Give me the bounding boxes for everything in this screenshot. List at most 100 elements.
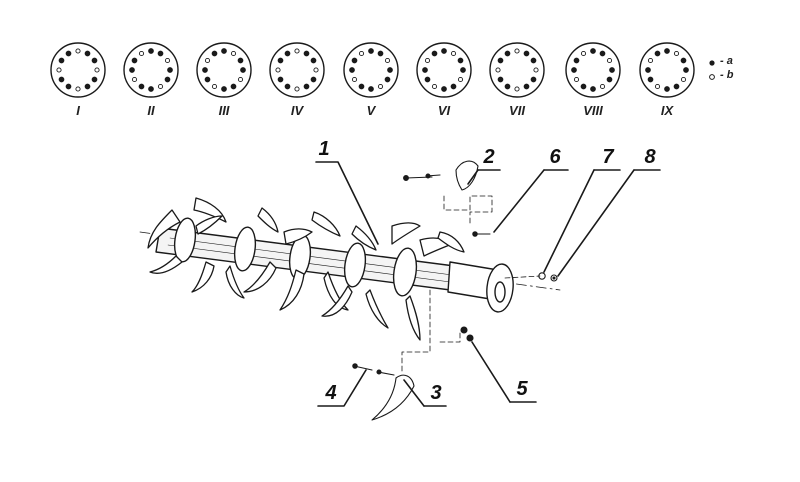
hole-filled bbox=[431, 50, 438, 57]
hole-open bbox=[599, 83, 606, 90]
hole-filled bbox=[284, 50, 291, 57]
hole-filled bbox=[368, 86, 374, 92]
hole-pattern-disc-4 bbox=[269, 42, 325, 98]
hole-open bbox=[56, 67, 62, 73]
hole-filled bbox=[504, 83, 511, 90]
hole-filled bbox=[647, 76, 654, 83]
hole-open bbox=[294, 86, 300, 92]
hole-filled bbox=[157, 50, 164, 57]
legend-a-label: - a bbox=[720, 55, 733, 67]
axis-centerline bbox=[139, 231, 561, 291]
hole-pattern-disc-3 bbox=[196, 42, 252, 98]
hole-filled bbox=[277, 76, 284, 83]
hole-pattern-disc-8 bbox=[565, 42, 621, 98]
hole-open bbox=[580, 50, 587, 57]
hole-filled bbox=[368, 48, 374, 54]
hole-open bbox=[358, 50, 365, 57]
hole-open bbox=[514, 48, 520, 54]
hole-filled bbox=[599, 50, 606, 57]
assembly-guide-lines bbox=[401, 195, 541, 373]
hole-open bbox=[514, 86, 520, 92]
callout-1: 1 bbox=[318, 138, 330, 160]
hole-open bbox=[495, 67, 501, 73]
pattern-label-4: IV bbox=[290, 103, 304, 118]
pattern-label-8: VIII bbox=[583, 103, 603, 118]
hole-filled bbox=[387, 67, 393, 73]
hole-filled bbox=[530, 76, 537, 83]
hole-open bbox=[533, 67, 539, 73]
hole-filled bbox=[230, 83, 237, 90]
hole-filled bbox=[606, 76, 613, 83]
hole-open bbox=[573, 76, 580, 83]
hole-filled bbox=[530, 57, 537, 64]
hole-filled bbox=[221, 48, 227, 54]
hole-filled bbox=[351, 57, 358, 64]
hole-open bbox=[680, 76, 687, 83]
hole-filled bbox=[164, 76, 171, 83]
pattern-label-9: IX bbox=[660, 103, 674, 118]
hole-filled bbox=[349, 67, 355, 73]
hole-patterns bbox=[50, 42, 695, 98]
hole-open bbox=[230, 50, 237, 57]
pattern-label-5: V bbox=[366, 103, 376, 118]
hole-open bbox=[351, 76, 358, 83]
hole-pattern-disc-5 bbox=[343, 42, 399, 98]
hole-open bbox=[94, 67, 100, 73]
hole-filled bbox=[654, 50, 661, 57]
hole-filled bbox=[58, 57, 65, 64]
callout-2: 2 bbox=[483, 146, 495, 168]
hole-filled bbox=[377, 50, 384, 57]
hole-open bbox=[131, 76, 138, 83]
hole-filled bbox=[523, 83, 530, 90]
hole-open bbox=[431, 83, 438, 90]
hole-filled bbox=[504, 50, 511, 57]
callout-6: 6 bbox=[549, 146, 561, 168]
hole-filled bbox=[204, 76, 211, 83]
hole-filled bbox=[590, 48, 596, 54]
hub-flange bbox=[486, 263, 514, 313]
hole-filled bbox=[450, 83, 457, 90]
hole-filled bbox=[580, 83, 587, 90]
legend-b-label: - b bbox=[720, 69, 734, 81]
hole-open bbox=[164, 57, 171, 64]
hole-filled bbox=[129, 67, 135, 73]
hole-filled bbox=[609, 67, 615, 73]
hole-filled bbox=[457, 57, 464, 64]
hole-pattern-disc-2 bbox=[123, 42, 179, 98]
hole-filled bbox=[284, 83, 291, 90]
hole-pattern-disc-1 bbox=[50, 42, 106, 98]
hole-open bbox=[457, 76, 464, 83]
hole-filled bbox=[422, 67, 428, 73]
hole-filled bbox=[497, 57, 504, 64]
hole-open bbox=[377, 83, 384, 90]
hole-open bbox=[275, 67, 281, 73]
hole-filled bbox=[310, 76, 317, 83]
hole-open bbox=[654, 83, 661, 90]
hole-filled bbox=[571, 67, 577, 73]
hole-filled bbox=[358, 83, 365, 90]
hole-filled bbox=[497, 76, 504, 83]
hole-pattern-disc-9 bbox=[639, 42, 695, 98]
hole-filled bbox=[680, 57, 687, 64]
rotor-shaft bbox=[155, 227, 471, 293]
hole-filled bbox=[683, 67, 689, 73]
hole-open bbox=[75, 86, 81, 92]
hole-open bbox=[673, 50, 680, 57]
hole-filled bbox=[148, 48, 154, 54]
hole-filled bbox=[91, 57, 98, 64]
hole-filled bbox=[645, 67, 651, 73]
hole-filled bbox=[237, 57, 244, 64]
hole-filled bbox=[131, 57, 138, 64]
hole-filled bbox=[441, 48, 447, 54]
hole-filled bbox=[167, 67, 173, 73]
callout-4: 4 bbox=[325, 382, 337, 404]
hole-open bbox=[237, 76, 244, 83]
hole-filled bbox=[65, 83, 72, 90]
hole-filled bbox=[590, 86, 596, 92]
pattern-label-3: III bbox=[218, 103, 230, 118]
pattern-label-2: II bbox=[147, 103, 155, 118]
callout-7: 7 bbox=[602, 146, 614, 168]
hole-open bbox=[211, 83, 218, 90]
hole-filled bbox=[664, 86, 670, 92]
